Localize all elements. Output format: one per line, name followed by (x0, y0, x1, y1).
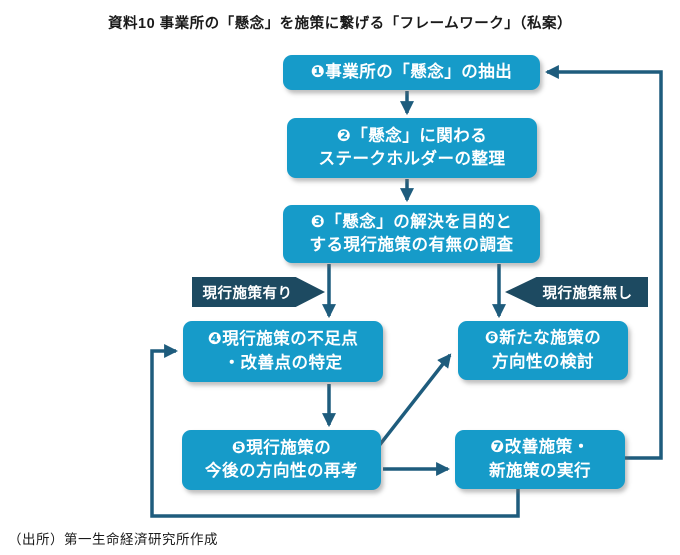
step6-box: ❻新たな施策の 方向性の検討 (458, 321, 628, 380)
figure-title: 資料10 事業所の「懸念」を施策に繋げる「フレームワーク」（私案） (108, 16, 572, 32)
arrow-step7-to-step1-loop (544, 65, 663, 460)
branch-label-has-policy: 現行施策有り (192, 277, 325, 307)
branch-label-no-policy: 現行施策無し (505, 277, 648, 307)
arrow-step5-to-step6 (376, 353, 452, 449)
step1-box: ❶事業所の「懸念」の抽出 (283, 55, 540, 90)
step2-box: ❷「懸念」に関わる ステークホルダーの整理 (287, 118, 537, 178)
step4-box: ❹現行施策の不足点 ・改善点の特定 (183, 321, 383, 382)
step5-box: ❺現行施策の 今後の方向性の再考 (182, 430, 381, 490)
step3-box: ❸「懸念」の解決を目的と する現行施策の有無の調査 (283, 205, 540, 263)
source-note: （出所）第一生命経済研究所作成 (8, 532, 218, 547)
step7-box: ❼改善施策・ 新施策の実行 (455, 430, 625, 489)
